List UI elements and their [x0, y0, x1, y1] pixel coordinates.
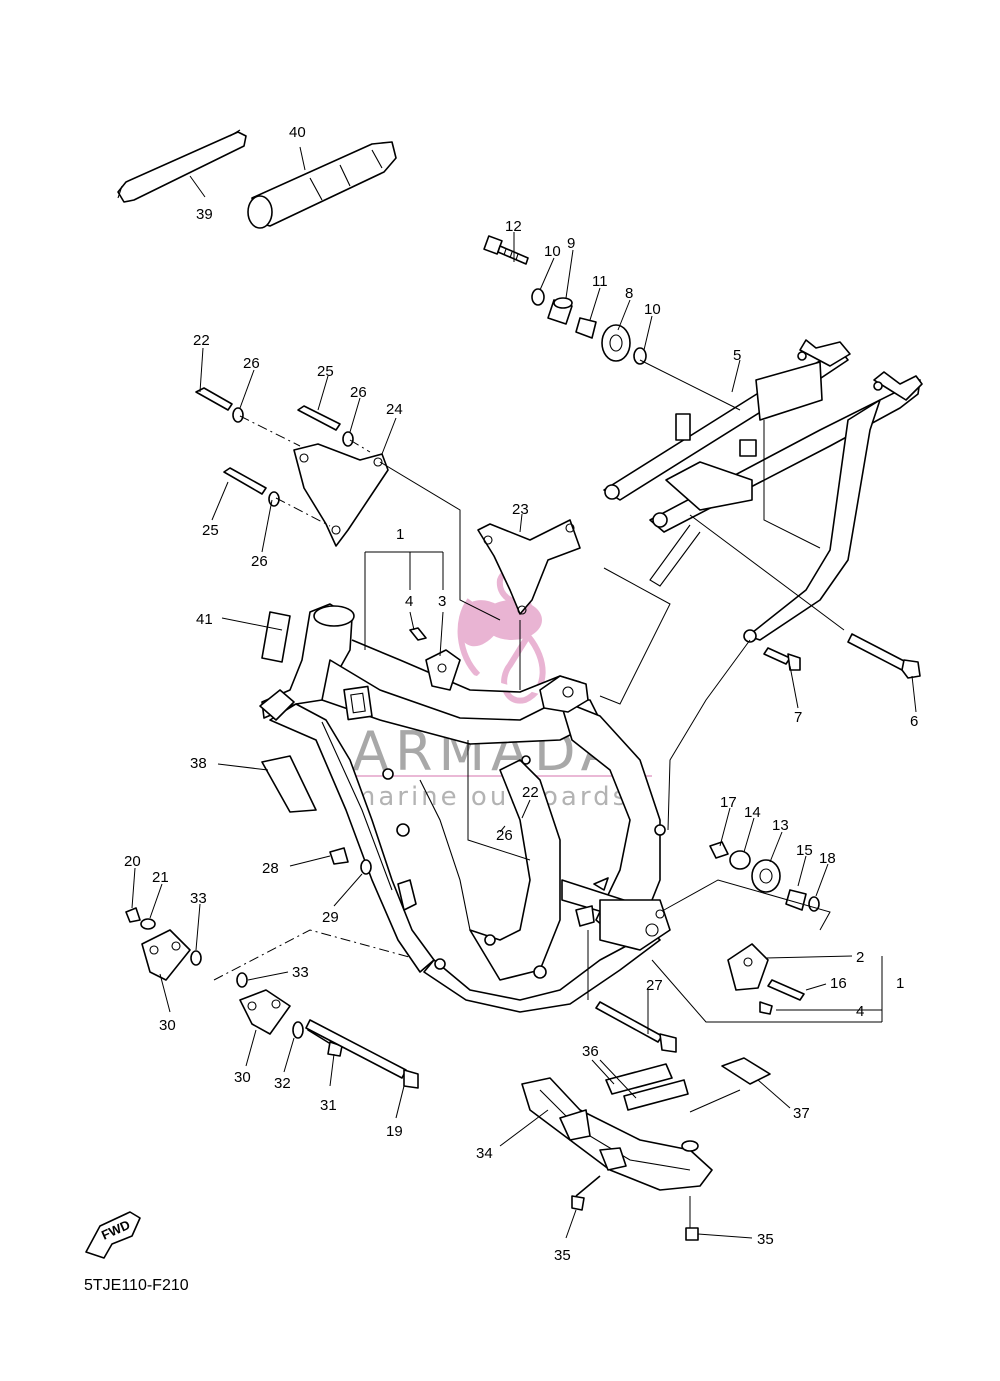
callout-13: 13	[772, 817, 789, 834]
fwd-arrow-icon: FWD	[85, 1211, 141, 1259]
callout-26-b: 26	[350, 384, 367, 401]
skid-plate	[521, 1077, 713, 1191]
callout-26-a: 26	[243, 355, 260, 372]
main-frame	[259, 603, 671, 1013]
footrest-bracket-lower	[236, 972, 419, 1089]
callout-17: 17	[720, 794, 737, 811]
callout-8: 8	[625, 285, 633, 302]
subframe-bolt-short	[763, 647, 801, 671]
skid-plate-dampers	[605, 1057, 771, 1113]
callout-10-lower: 10	[644, 301, 661, 318]
pivot-bolt-set	[483, 235, 647, 365]
upper-engine-bracket-left	[293, 443, 389, 547]
rear-subframe	[603, 339, 923, 643]
callout-9: 9	[567, 235, 575, 252]
watermark-tagline: marine outboards	[350, 782, 629, 812]
callout-25-lower: 25	[202, 522, 219, 539]
callout-26-c: 26	[251, 553, 268, 570]
watermark: ARMADA marine outboards	[350, 570, 652, 812]
callout-29: 29	[322, 909, 339, 926]
install-lines	[213, 415, 441, 981]
callout-33-upper: 33	[190, 890, 207, 907]
callout-18: 18	[819, 850, 836, 867]
frame-brackets	[425, 649, 805, 1015]
upper-engine-bracket-right	[477, 519, 581, 615]
engine-bolt-long	[587, 930, 677, 1053]
footrest-bracket-upper	[125, 907, 202, 981]
callout-37: 37	[793, 1105, 810, 1122]
callout-16: 16	[830, 975, 847, 992]
callout-22-lower: 22	[522, 784, 539, 801]
callout-40: 40	[289, 124, 306, 141]
callout-14: 14	[744, 804, 761, 821]
callout-34: 34	[476, 1145, 493, 1162]
callout-5: 5	[733, 347, 741, 364]
callout-11: 11	[592, 273, 608, 290]
callout-36: 36	[582, 1043, 599, 1060]
callout-4-upper: 4	[405, 593, 413, 610]
callout-39: 39	[196, 206, 213, 223]
callout-20: 20	[124, 853, 141, 870]
callout-15: 15	[796, 842, 813, 859]
callout-2: 2	[856, 949, 864, 966]
callout-38: 38	[190, 755, 207, 772]
callout-6: 6	[910, 713, 918, 730]
callout-22-upper: 22	[193, 332, 210, 349]
leader-lines	[131, 146, 917, 1239]
callout-28: 28	[262, 860, 279, 877]
callout-21: 21	[152, 869, 169, 886]
plug-wrench-tool	[247, 141, 397, 229]
callout-1-upper: 1	[396, 526, 404, 543]
callout-33-lower: 33	[292, 964, 309, 981]
washer-bolt-28-29	[329, 847, 372, 875]
engine-mount-hardware	[663, 841, 831, 931]
callout-26-d: 26	[496, 827, 513, 844]
drawing-code: 5TJE110-F210	[84, 1277, 189, 1294]
callout-12: 12	[505, 218, 522, 235]
callout-30-lower: 30	[234, 1069, 251, 1086]
guide-lines	[379, 359, 845, 861]
callout-24: 24	[386, 401, 403, 418]
callout-23: 23	[512, 501, 529, 518]
callout-25-upper: 25	[317, 363, 334, 380]
bracket-bolts	[195, 387, 427, 641]
callout-41: 41	[196, 611, 213, 628]
callout-10-upper: 10	[544, 243, 561, 260]
propeller-logo	[457, 570, 546, 704]
callout-35-right: 35	[757, 1231, 774, 1248]
callout-1-lower: 1	[896, 975, 904, 992]
callout-27: 27	[646, 977, 663, 994]
skid-plate-bolts	[571, 1175, 699, 1241]
spanner-tool	[117, 129, 247, 203]
stickers	[261, 611, 317, 813]
subframe-bolt-long	[847, 633, 921, 679]
callout-labels: 40 39 12 10 9 11 8 10 5 22 26 25 26 24 2…	[124, 124, 918, 1264]
callout-4-lower: 4	[856, 1003, 864, 1020]
callout-7: 7	[794, 709, 802, 726]
callout-35-left: 35	[554, 1247, 571, 1264]
callout-30-upper: 30	[159, 1017, 176, 1034]
callout-3: 3	[438, 593, 446, 610]
callout-19: 19	[386, 1123, 403, 1140]
callout-32: 32	[274, 1075, 291, 1092]
callout-31: 31	[320, 1097, 337, 1114]
